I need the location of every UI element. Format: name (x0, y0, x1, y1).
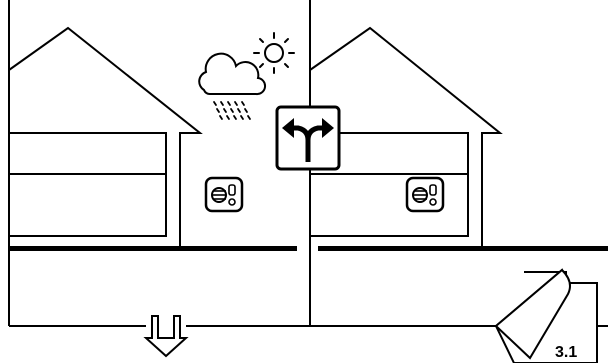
house-left (8, 26, 203, 248)
split-arrow-icon (275, 105, 341, 171)
floor-right (318, 246, 608, 251)
house-right (309, 26, 503, 248)
thermostat-icon (405, 176, 445, 213)
double-down-arrow-icon (143, 315, 189, 358)
page-curl-icon: 3.1 (494, 268, 598, 363)
page-number: 3.1 (555, 344, 577, 361)
floor-left (9, 246, 297, 251)
thermostat-icon (204, 176, 244, 213)
cloud-rain-sun-icon (198, 32, 295, 120)
